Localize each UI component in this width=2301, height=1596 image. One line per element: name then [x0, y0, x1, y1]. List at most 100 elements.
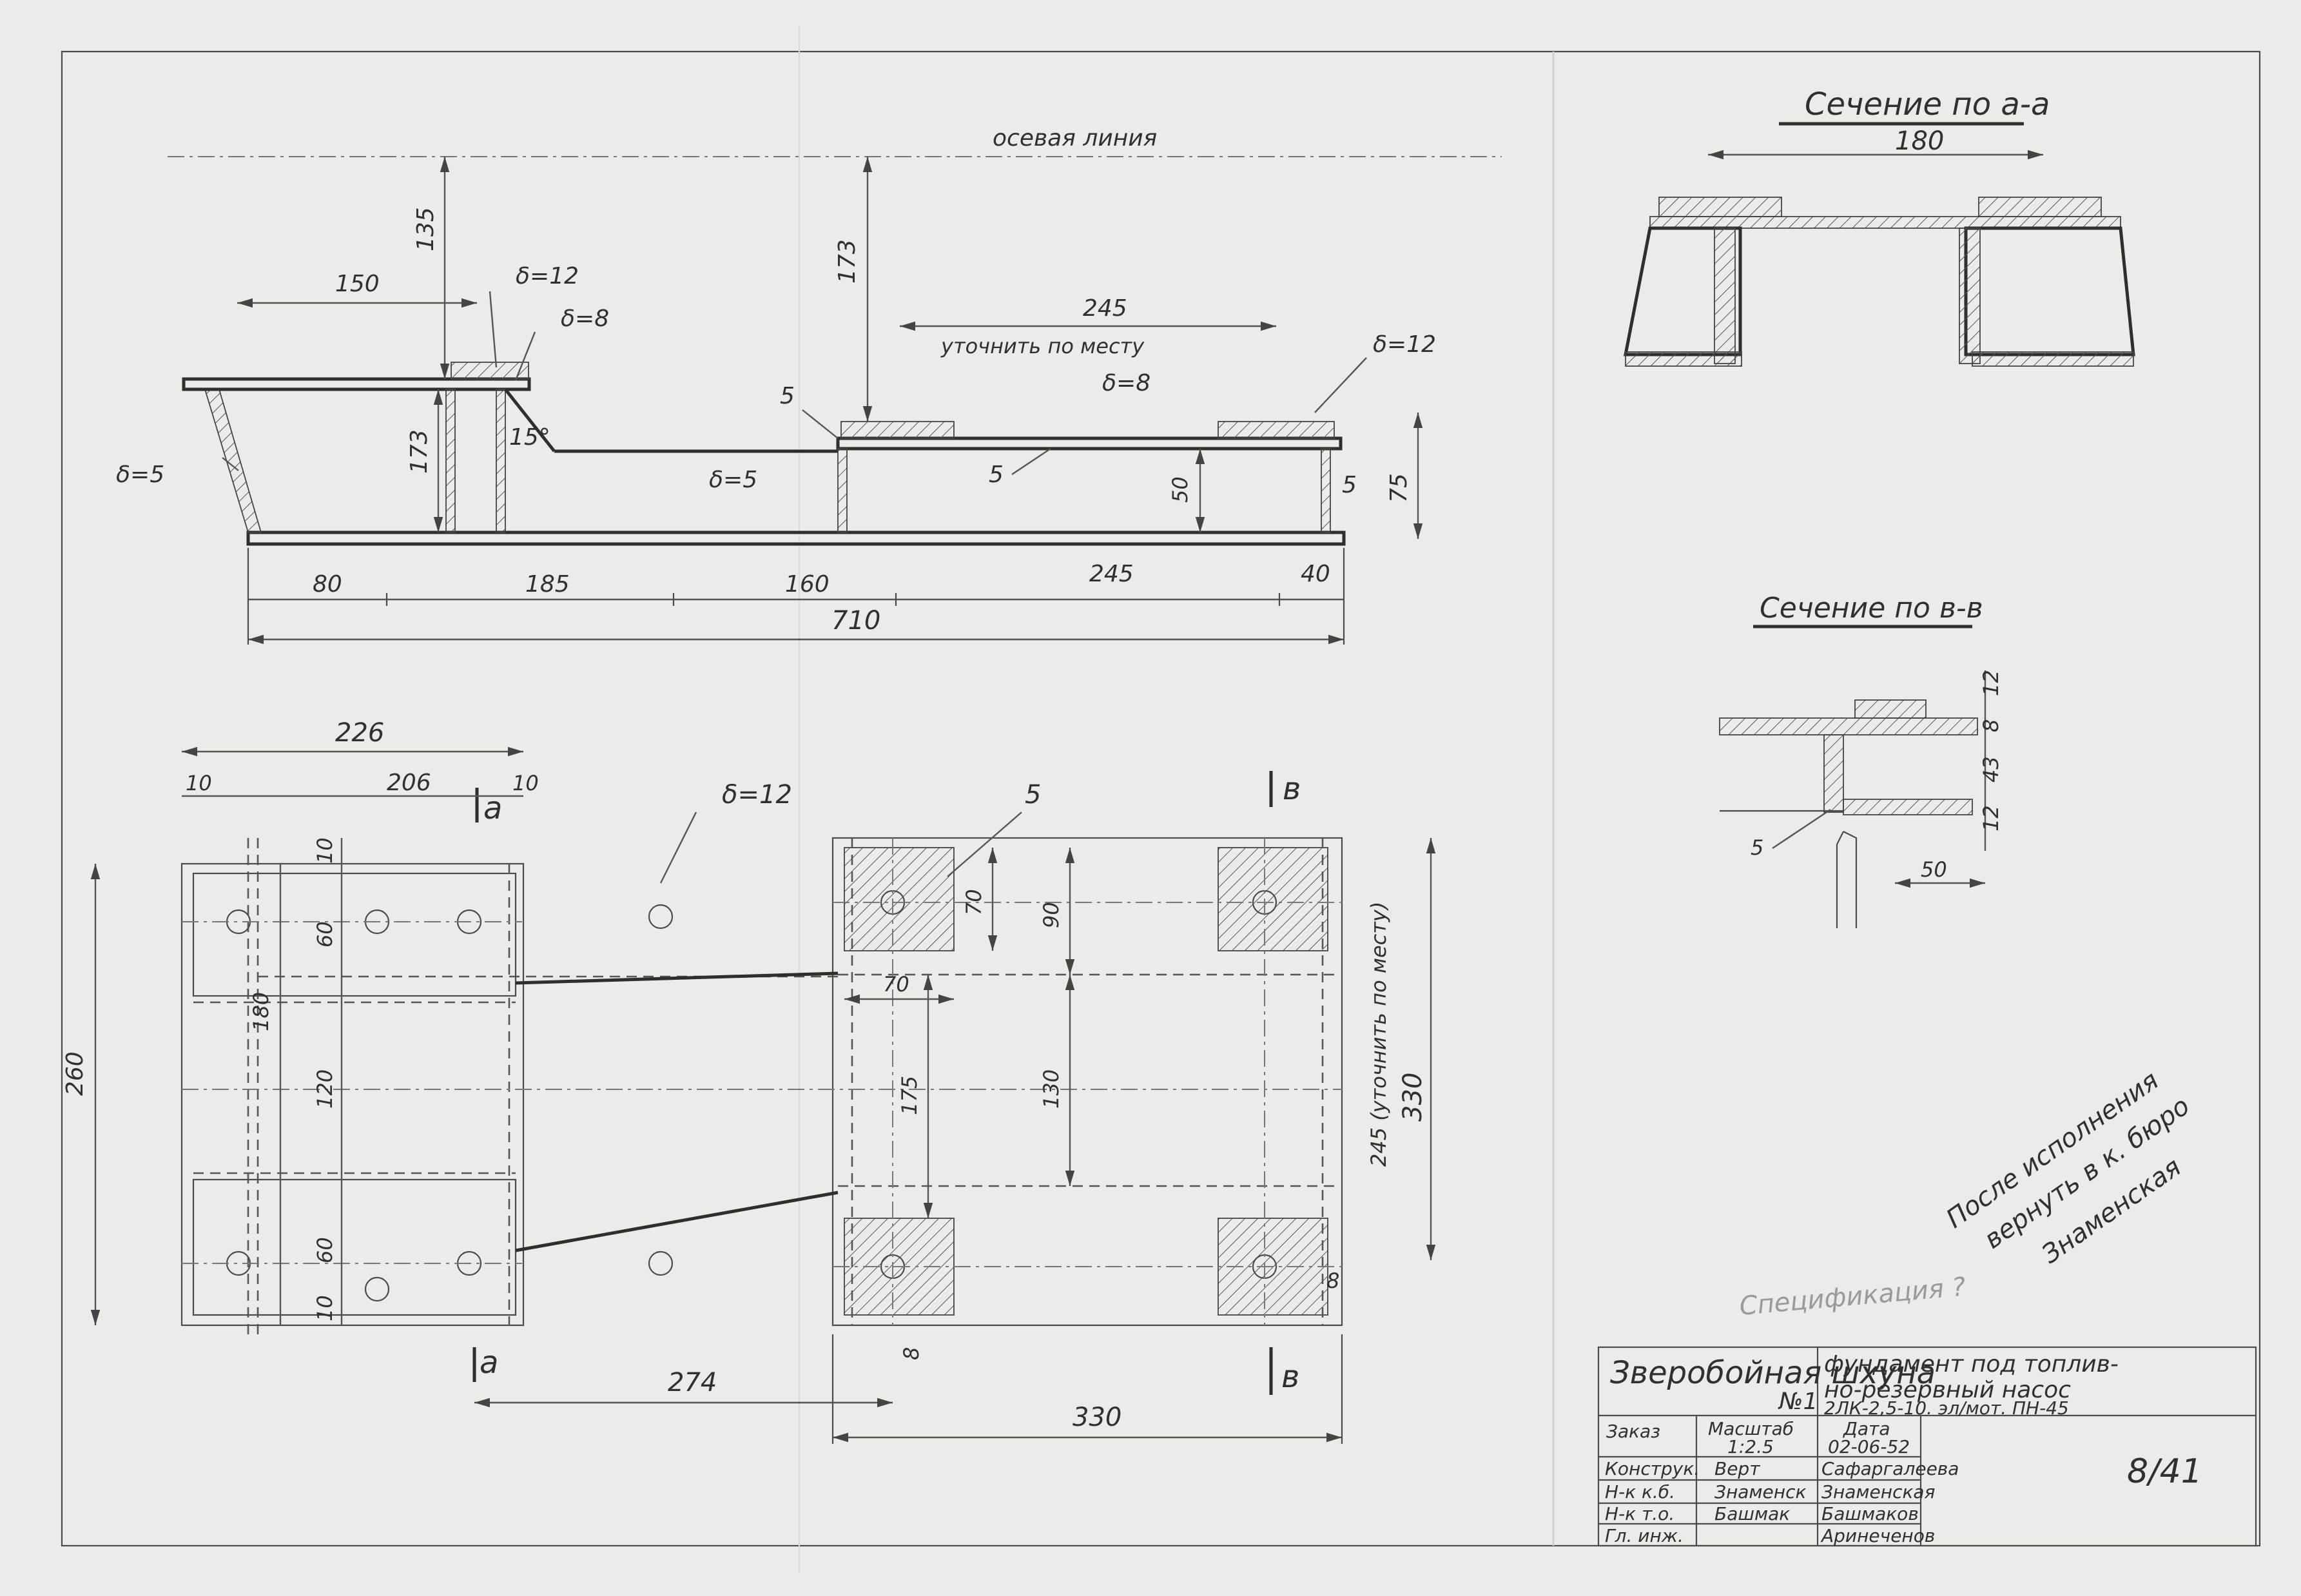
- dim-75: 75: [1386, 473, 1412, 503]
- side-top-flange: [182, 377, 531, 391]
- person-name: Знаменская: [1821, 1481, 1935, 1503]
- side-top-pad-right: [1218, 421, 1335, 439]
- bb-top-plate: [1719, 717, 1978, 735]
- dim-43: 43: [1979, 756, 2003, 783]
- plan-stiffener: [515, 971, 839, 985]
- dim-330-horizontal: 330: [1073, 1403, 1121, 1432]
- dim-8: 8: [1979, 719, 2003, 732]
- section-bb-title: Сечение по в-в: [1760, 592, 1983, 625]
- person-name: Башмаков: [1821, 1503, 1919, 1524]
- scale-label: Масштаб: [1708, 1418, 1794, 1439]
- dim-50: 50: [1168, 476, 1192, 503]
- side-web-right: [1321, 448, 1331, 533]
- side-top-pad-mid: [840, 421, 955, 439]
- dim-12: 12: [1979, 805, 2003, 832]
- role-label: Н-к к.б.: [1605, 1481, 1675, 1503]
- aa-right-leg: [1964, 226, 2135, 356]
- dim-8: 8: [1326, 1269, 1339, 1293]
- plan-view: а а в в 226 10 206 10 δ=12 5 260 180 10 …: [62, 718, 1436, 1444]
- section-bb: Сечение по в-в 12 8 43 12 50 5: [1719, 592, 2003, 928]
- signature: Верт: [1714, 1458, 1760, 1479]
- thickness-label: δ=12: [516, 263, 579, 289]
- dim-226: 226: [335, 718, 384, 748]
- part-name-line: фундамент под топлив-: [1824, 1351, 2119, 1377]
- signature: Знаменск: [1714, 1481, 1806, 1503]
- thickness-label: δ=5: [709, 467, 757, 493]
- dim-5: 5: [1751, 835, 1763, 860]
- dim-135: 135: [413, 207, 439, 251]
- title-block: Зверобойная шхуна №1 фундамент под топли…: [1597, 1346, 2257, 1547]
- dim-10-plan: 10: [313, 837, 337, 864]
- section-b-marker: в: [1283, 771, 1301, 807]
- dim-185: 185: [525, 571, 570, 598]
- date-label: Дата: [1842, 1418, 1890, 1439]
- role-label: Гл. инж.: [1605, 1525, 1684, 1546]
- dim-60: 60: [313, 1237, 337, 1263]
- dim-710: 710: [831, 606, 880, 636]
- dim-180: 180: [1895, 126, 1944, 156]
- clarify-245-label: 245 (уточнить по месту): [1366, 902, 1391, 1167]
- dim-5: 5: [989, 462, 1004, 488]
- aa-top-plate: [1649, 216, 2121, 229]
- thickness-label: δ=8: [1102, 370, 1150, 396]
- dim-5: 5: [780, 383, 795, 409]
- dim-245-bottom: 245: [1089, 561, 1134, 587]
- dim-274: 274: [668, 1368, 717, 1397]
- side-view: осевая линия δ=12 δ=8 δ=5 δ=5 δ=8 δ=12 1…: [116, 125, 1502, 645]
- vessel-name: Зверобойная шхуна: [1610, 1355, 1936, 1391]
- dim-12: 12: [1979, 670, 2003, 696]
- dim-150: 150: [335, 271, 380, 297]
- dim-245-top: 245: [1083, 295, 1127, 322]
- handwritten-note: После исполнения вернуть в к. бюро Знаме…: [1941, 1066, 2195, 1270]
- dim-50: 50: [1921, 857, 1947, 882]
- side-web-left: [445, 389, 456, 533]
- role-label: Конструк.: [1605, 1458, 1700, 1479]
- dim-5: 5: [1342, 472, 1357, 498]
- dim-173: 173: [834, 239, 860, 284]
- dim-90: 90: [1039, 902, 1063, 928]
- dim-330-vertical: 330: [1398, 1073, 1428, 1122]
- angle-label: 15°: [509, 424, 550, 451]
- section-aa-title: Сечение по а-а: [1805, 86, 2050, 122]
- dim-120: 120: [313, 1069, 337, 1109]
- dim-180: 180: [249, 992, 273, 1031]
- aa-top-pad: [1658, 197, 1782, 217]
- plan-left-top-pad: [192, 872, 517, 997]
- dim-175: 175: [897, 1076, 922, 1115]
- dim-130: 130: [1039, 1069, 1063, 1109]
- drawing-frame: [61, 50, 2261, 1547]
- scale-value: 1:2.5: [1727, 1436, 1774, 1457]
- dim-173-left: 173: [406, 429, 432, 474]
- plan-left-bottom-pad: [192, 1178, 517, 1316]
- sheet-number: 8/41: [2127, 1452, 2202, 1491]
- dim-8: 8: [899, 1347, 924, 1360]
- plan-left-frame: [180, 862, 525, 1327]
- person-name: Сафаргалеева: [1821, 1458, 1959, 1479]
- dim-5-plan: 5: [1025, 780, 1041, 810]
- axis-line-label: осевая линия: [993, 125, 1157, 151]
- dim-160: 160: [785, 571, 830, 598]
- aa-top-pad: [1978, 197, 2102, 217]
- plan-pad: [844, 847, 955, 951]
- thickness-label: δ=12: [1373, 331, 1436, 358]
- thickness-label: δ=12: [722, 780, 792, 810]
- side-web-left-2: [496, 389, 506, 533]
- plan-bolt-holes: [226, 890, 1277, 1302]
- plan-stiffener-2: [515, 1191, 839, 1252]
- part-spec: 2ЛК-2,5-10. эл/мот. ПН-45: [1824, 1397, 2069, 1419]
- dim-10-plan: 10: [313, 1295, 337, 1321]
- dim-40: 40: [1301, 561, 1330, 587]
- person-name: Аринеченов: [1820, 1525, 1935, 1546]
- dim-260: 260: [62, 1051, 88, 1096]
- date-value: 02-06-52: [1828, 1436, 1910, 1457]
- pencil-note: Спецификация ?: [1738, 1272, 1967, 1321]
- part-name-line: но-резервный насос: [1824, 1377, 2071, 1403]
- dim-70-horizontal: 70: [883, 972, 909, 997]
- thickness-label: δ=8: [561, 306, 609, 332]
- section-aa: Сечение по а-а 180: [1623, 86, 2135, 367]
- order-label: Заказ: [1606, 1421, 1660, 1442]
- side-ramp: [504, 388, 556, 453]
- dim-60: 60: [313, 921, 337, 948]
